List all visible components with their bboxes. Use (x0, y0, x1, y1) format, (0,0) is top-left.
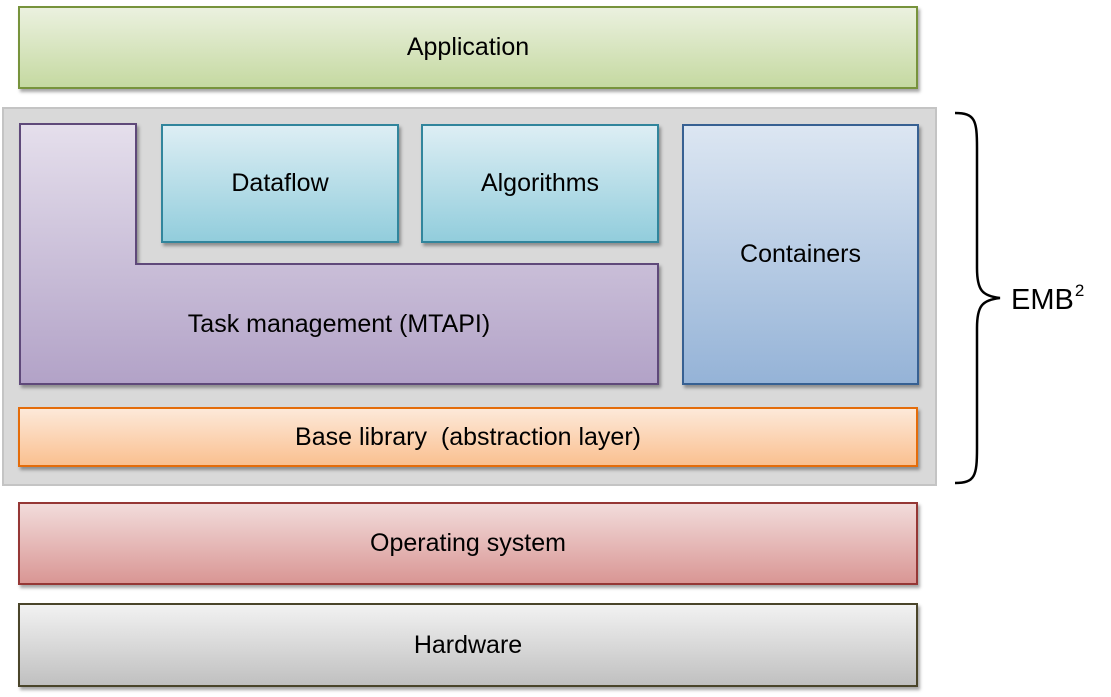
containers-component: Containers (682, 124, 919, 385)
dataflow-label: Dataflow (231, 169, 329, 197)
application-label: Application (406, 33, 530, 61)
task-management-label: Task management (MTAPI) (187, 309, 491, 338)
emb2-superscript: 2 (1074, 281, 1085, 300)
emb2-text: EMB (1011, 284, 1074, 316)
base-library-layer: Base library (abstraction layer) (18, 407, 918, 467)
algorithms-component: Algorithms (421, 124, 659, 243)
curly-brace-icon (954, 111, 1001, 485)
dataflow-component: Dataflow (161, 124, 399, 243)
hardware-label: Hardware (413, 630, 523, 659)
algorithms-label: Algorithms (480, 169, 600, 197)
operating-system-label: Operating system (370, 529, 566, 557)
containers-label: Containers (740, 240, 861, 268)
base-library-label: Base library (abstraction layer) (295, 422, 641, 451)
operating-system-layer: Operating system (18, 502, 918, 585)
task-management-shape (19, 123, 659, 385)
application-layer: Application (18, 6, 918, 89)
hardware-layer: Hardware (18, 603, 918, 687)
emb2-label: EMB2 (1011, 281, 1084, 317)
